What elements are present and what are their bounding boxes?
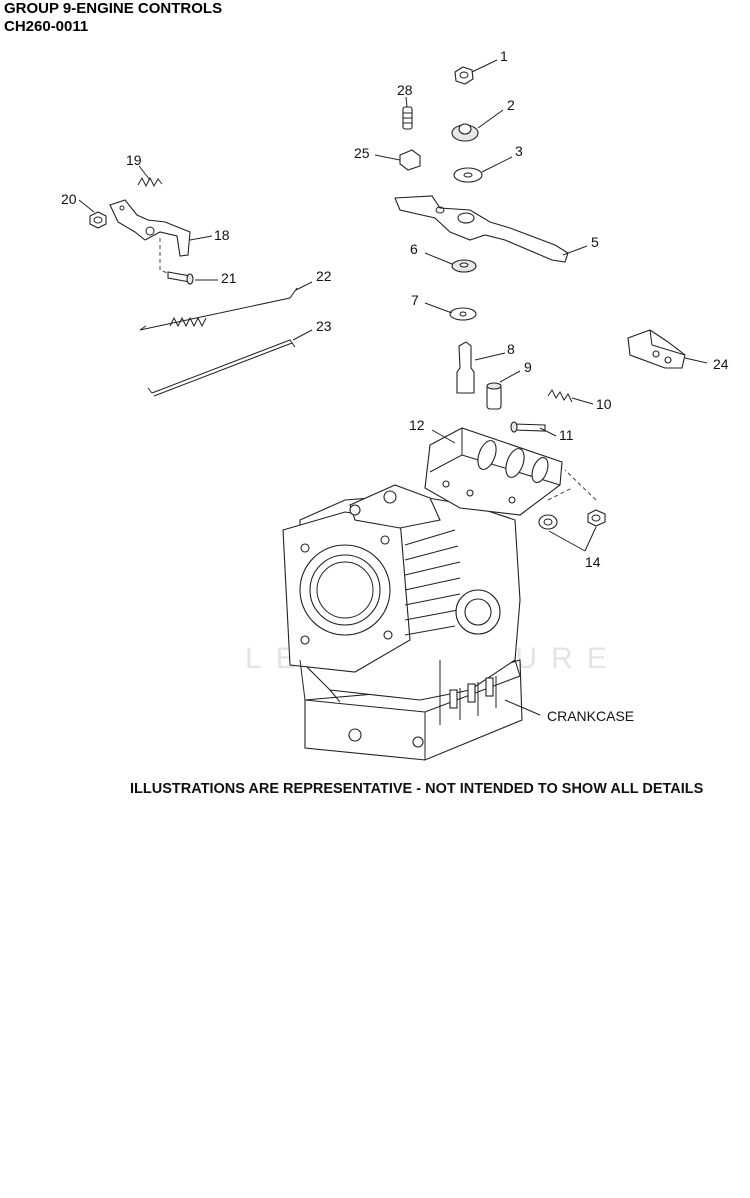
callout-22: 22 — [316, 268, 332, 284]
pin-part-11 — [510, 421, 546, 433]
callout-5: 5 — [591, 234, 599, 250]
callout-24: 24 — [713, 356, 729, 372]
bushing-part-9 — [486, 382, 502, 410]
callout-3: 3 — [515, 143, 523, 159]
washer-part-6 — [451, 259, 477, 273]
leader-lines — [78, 59, 708, 716]
spring-part-19 — [137, 176, 163, 188]
callout-14: 14 — [585, 554, 601, 570]
callout-28: 28 — [397, 82, 413, 98]
spring-part-10 — [547, 389, 573, 403]
callout-labels: 1 2 3 5 6 7 8 9 10 11 12 14 18 19 20 21 … — [61, 48, 729, 724]
callout-6: 6 — [410, 241, 418, 257]
callout-2: 2 — [507, 97, 515, 113]
fitting-part-28 — [402, 106, 413, 130]
callout-21: 21 — [221, 270, 237, 286]
throttle-lever-part-18 — [109, 199, 191, 257]
callout-8: 8 — [507, 341, 515, 357]
callout-7: 7 — [411, 292, 419, 308]
nut-part-1 — [454, 66, 474, 85]
rod-spring-part-22 — [139, 287, 298, 331]
callout-11: 11 — [559, 427, 574, 443]
shaft-part-8 — [456, 341, 475, 394]
nut-part-20 — [89, 211, 107, 229]
illustration-disclaimer: ILLUSTRATIONS ARE REPRESENTATIVE - NOT I… — [130, 781, 704, 797]
crankcase-part — [282, 484, 523, 761]
clip-part-25 — [399, 149, 421, 171]
lock-washer-part-2 — [451, 123, 479, 142]
page-title: GROUP 9-ENGINE CONTROLS — [4, 0, 223, 17]
washer-part-3 — [453, 167, 483, 183]
callout-20: 20 — [61, 191, 77, 207]
governor-bracket-part — [424, 427, 563, 516]
rod-part-23 — [147, 339, 296, 397]
callout-9: 9 — [524, 359, 532, 375]
callout-19: 19 — [126, 152, 142, 168]
bracket-part-24 — [627, 329, 686, 369]
callout-25: 25 — [354, 145, 370, 161]
callout-12: 12 — [409, 417, 425, 433]
pin-part-21 — [167, 271, 194, 285]
governor-lever-part-5 — [394, 195, 569, 263]
diagram-code: CH260-0011 — [4, 18, 89, 35]
callout-10: 10 — [596, 396, 612, 412]
callout-1: 1 — [500, 48, 508, 64]
washer-part-7 — [449, 307, 477, 321]
nut-part-14 — [538, 509, 606, 530]
crankcase-label: CRANKCASE — [547, 708, 634, 724]
callout-23: 23 — [316, 318, 332, 334]
callout-18: 18 — [214, 227, 230, 243]
